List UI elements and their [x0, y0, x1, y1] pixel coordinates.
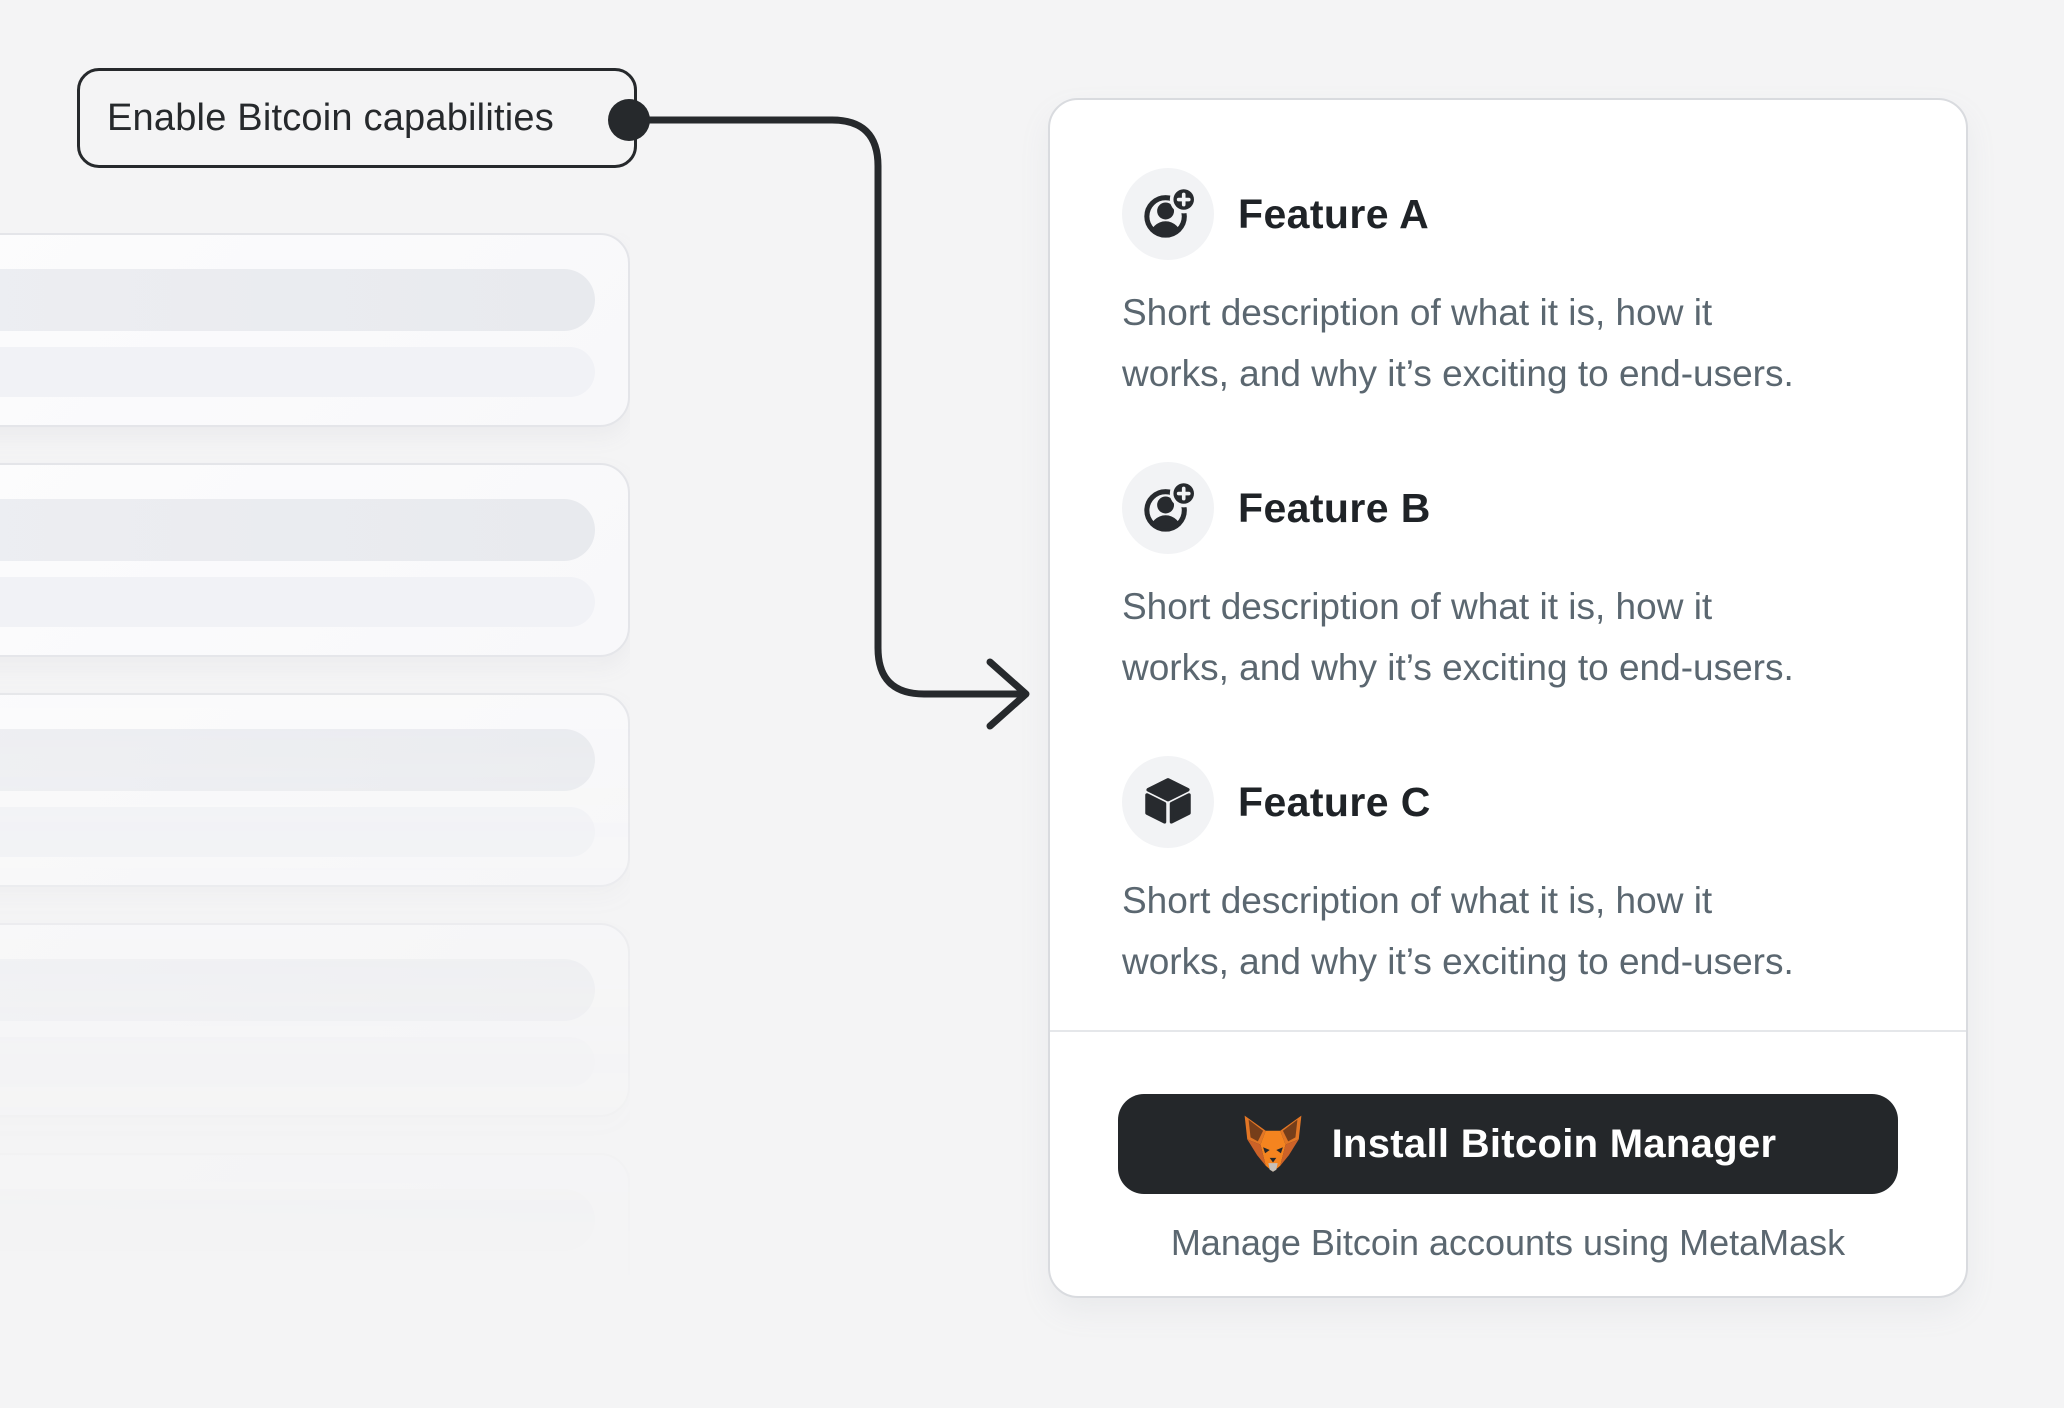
skeleton-card	[0, 463, 630, 657]
feature-header: Feature A	[1122, 168, 1894, 260]
feature-header: Feature B	[1122, 462, 1894, 554]
skeleton-card	[0, 1153, 630, 1347]
feature-row: Feature C Short description of what it i…	[1122, 756, 1894, 992]
feature-description-line: works, and why it’s exciting to end-user…	[1122, 941, 1794, 982]
connector-line	[644, 116, 1026, 698]
skeleton-bar	[0, 499, 595, 561]
add-account-icon	[1144, 479, 1197, 532]
skeleton-column	[0, 233, 630, 1363]
arrowhead-icon	[986, 658, 1030, 730]
features-card: Feature A Short description of what it i…	[1048, 98, 1968, 1298]
feature-title: Feature A	[1238, 190, 1430, 237]
feature-description: Short description of what it is, how it …	[1122, 576, 1894, 698]
feature-title: Feature B	[1238, 484, 1431, 531]
skeleton-bar	[0, 1037, 595, 1087]
skeleton-card	[0, 693, 630, 887]
install-caption: Manage Bitcoin accounts using MetaMask	[1170, 1222, 1846, 1263]
add-account-icon	[1144, 185, 1197, 238]
skeleton-bar	[0, 1267, 595, 1317]
skeleton-bar	[0, 269, 595, 331]
features-card-footer: Install Bitcoin Manager Manage Bitcoin a…	[1050, 1030, 1966, 1296]
skeleton-bar	[0, 1189, 595, 1251]
feature-description-line: Short description of what it is, how it	[1122, 586, 1713, 627]
feature-description-line: Short description of what it is, how it	[1122, 292, 1713, 333]
feature-description-line: works, and why it’s exciting to end-user…	[1122, 647, 1794, 688]
skeleton-bar	[0, 347, 595, 397]
annotation-label: Enable Bitcoin capabilities	[77, 68, 637, 168]
feature-title: Feature C	[1238, 778, 1431, 825]
feature-icon-badge	[1122, 168, 1214, 260]
feature-icon-badge	[1122, 756, 1214, 848]
install-bitcoin-manager-button[interactable]: Install Bitcoin Manager	[1118, 1094, 1898, 1194]
metamask-fox-icon	[1244, 1115, 1301, 1172]
skeleton-bar	[0, 577, 595, 627]
install-button-label: Install Bitcoin Manager	[1331, 1121, 1777, 1166]
skeleton-bar	[0, 807, 595, 857]
skeleton-card	[0, 923, 630, 1117]
skeleton-bar	[0, 729, 595, 791]
feature-description-line: Short description of what it is, how it	[1122, 880, 1713, 921]
feature-icon-badge	[1122, 462, 1214, 554]
skeleton-bar	[0, 959, 595, 1021]
feature-row: Feature A Short description of what it i…	[1122, 168, 1894, 404]
feature-row: Feature B Short description of what it i…	[1122, 462, 1894, 698]
feature-description: Short description of what it is, how it …	[1122, 870, 1894, 992]
feature-description: Short description of what it is, how it …	[1122, 282, 1894, 404]
annotation-label-text: Enable Bitcoin capabilities	[107, 96, 554, 139]
skeleton-card	[0, 233, 630, 427]
feature-description-line: works, and why it’s exciting to end-user…	[1122, 353, 1794, 394]
features-card-body: Feature A Short description of what it i…	[1050, 100, 1966, 1030]
feature-header: Feature C	[1122, 756, 1894, 848]
cube-icon	[1145, 778, 1191, 824]
